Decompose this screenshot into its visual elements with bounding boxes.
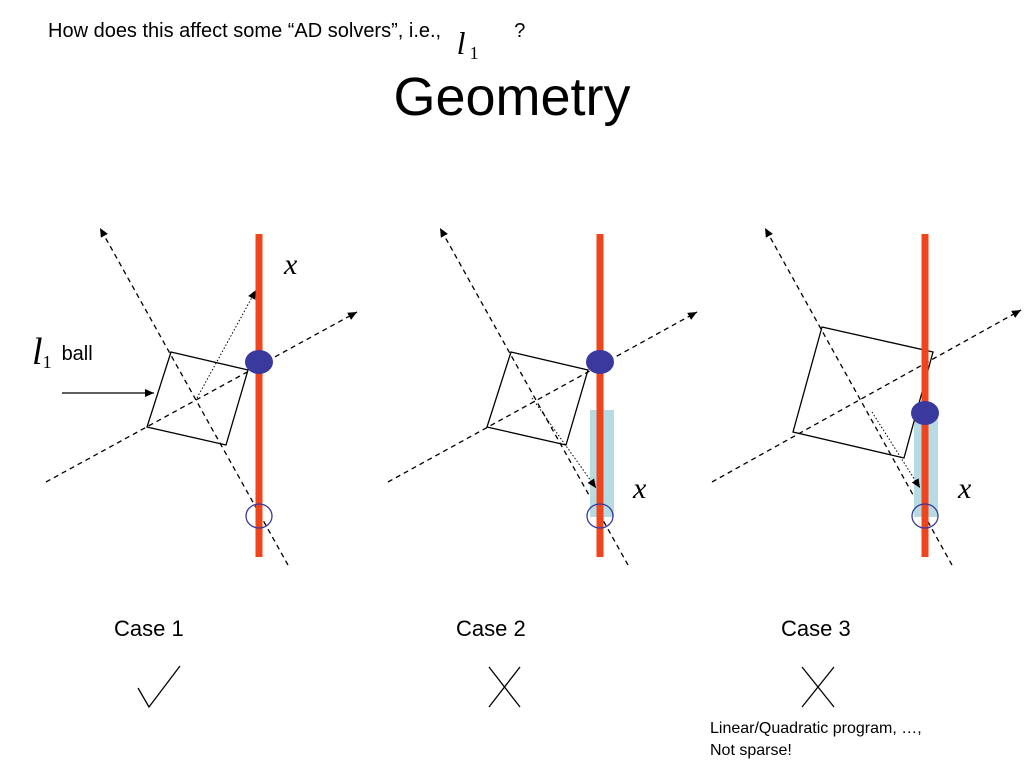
case-3-note: Linear/Quadratic program, …, Not sparse! — [710, 718, 922, 762]
case-1-projection-path — [196, 289, 257, 399]
question-suffix: ? — [514, 20, 526, 42]
case-1-label: Case 1 — [114, 616, 184, 641]
case-3-label: Case 3 — [781, 616, 851, 641]
case-1-l1-ball — [146, 351, 249, 446]
case-3-solution-point — [911, 401, 939, 425]
case-3-l1-ball — [792, 326, 934, 459]
case-1-solution-point — [245, 350, 273, 374]
case-3-projection-path — [871, 411, 921, 489]
case-3-original-point — [911, 503, 939, 529]
case-2-projection-path — [531, 397, 597, 489]
question-l-letter: l — [456, 25, 466, 61]
case-1-original-point — [245, 503, 273, 529]
l1-ball-label: l1 ball — [32, 330, 93, 374]
case-3-x-label: x — [958, 472, 972, 505]
case-1-check-mark — [137, 665, 181, 709]
case-2-axis-ascending — [387, 311, 698, 483]
case-1-x-label: x — [284, 248, 298, 281]
case-1-diagram — [45, 227, 358, 709]
case-2-label: Case 2 — [456, 616, 526, 641]
case-3-cross-mark — [801, 666, 835, 708]
note-line-2: Not sparse! — [710, 742, 792, 759]
case-2-original-point — [586, 503, 614, 529]
case-2-cross-mark — [488, 666, 521, 708]
note-line-1: Linear/Quadratic program, …, — [710, 720, 922, 737]
ball-word: ball — [61, 343, 93, 365]
ball-l-letter: l — [32, 331, 43, 373]
case-3-diagram — [711, 227, 1022, 708]
question-text: How does this affect some “AD solvers”, … — [48, 20, 526, 63]
question-subscript: 1 — [469, 43, 479, 63]
question-prefix: How does this affect some “AD solvers”, … — [48, 20, 442, 42]
slide-title: Geometry — [393, 67, 631, 127]
case-2-l1-ball — [486, 351, 589, 446]
case-2-diagram — [387, 227, 698, 708]
ball-subscript: 1 — [42, 352, 52, 372]
case-3-axis-ascending — [711, 309, 1022, 483]
case-2-solution-point — [586, 350, 614, 374]
case-2-x-label: x — [633, 472, 647, 505]
